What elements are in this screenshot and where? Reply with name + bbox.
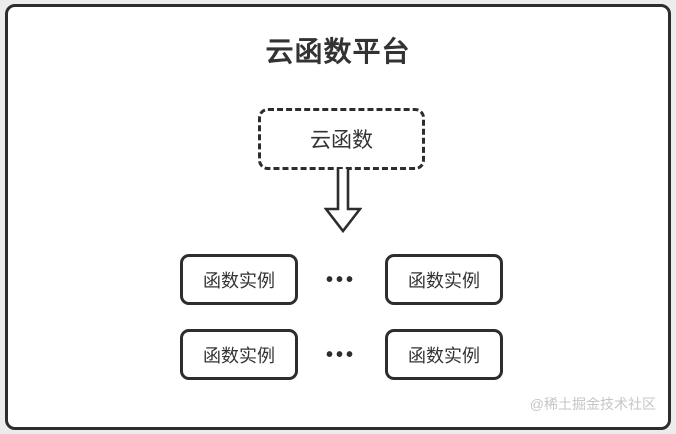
platform-card: 云函数平台 云函数 函数实例 ••• 函数实例 函数实例 ••• 函数实例 @稀… [5, 4, 671, 430]
ellipsis-dots: ••• [325, 269, 356, 291]
diagram-title: 云函数平台 [265, 36, 411, 67]
function-instance-label: 函数实例 [408, 345, 480, 366]
ellipsis-dots: ••• [325, 344, 356, 366]
watermark: @稀土掘金技术社区 [529, 396, 656, 412]
function-instance-box: 函数实例 [180, 254, 298, 305]
cloud-function-label: 云函数 [310, 129, 373, 152]
function-instance-label: 函数实例 [203, 345, 275, 366]
function-instance-label: 函数实例 [203, 270, 275, 291]
function-instance-label: 函数实例 [408, 270, 480, 291]
cloud-function-box: 云函数 [258, 108, 425, 170]
function-instance-box: 函数实例 [385, 254, 503, 305]
function-instance-box: 函数实例 [385, 329, 503, 380]
function-instance-box: 函数实例 [180, 329, 298, 380]
down-arrow-icon [324, 169, 362, 233]
